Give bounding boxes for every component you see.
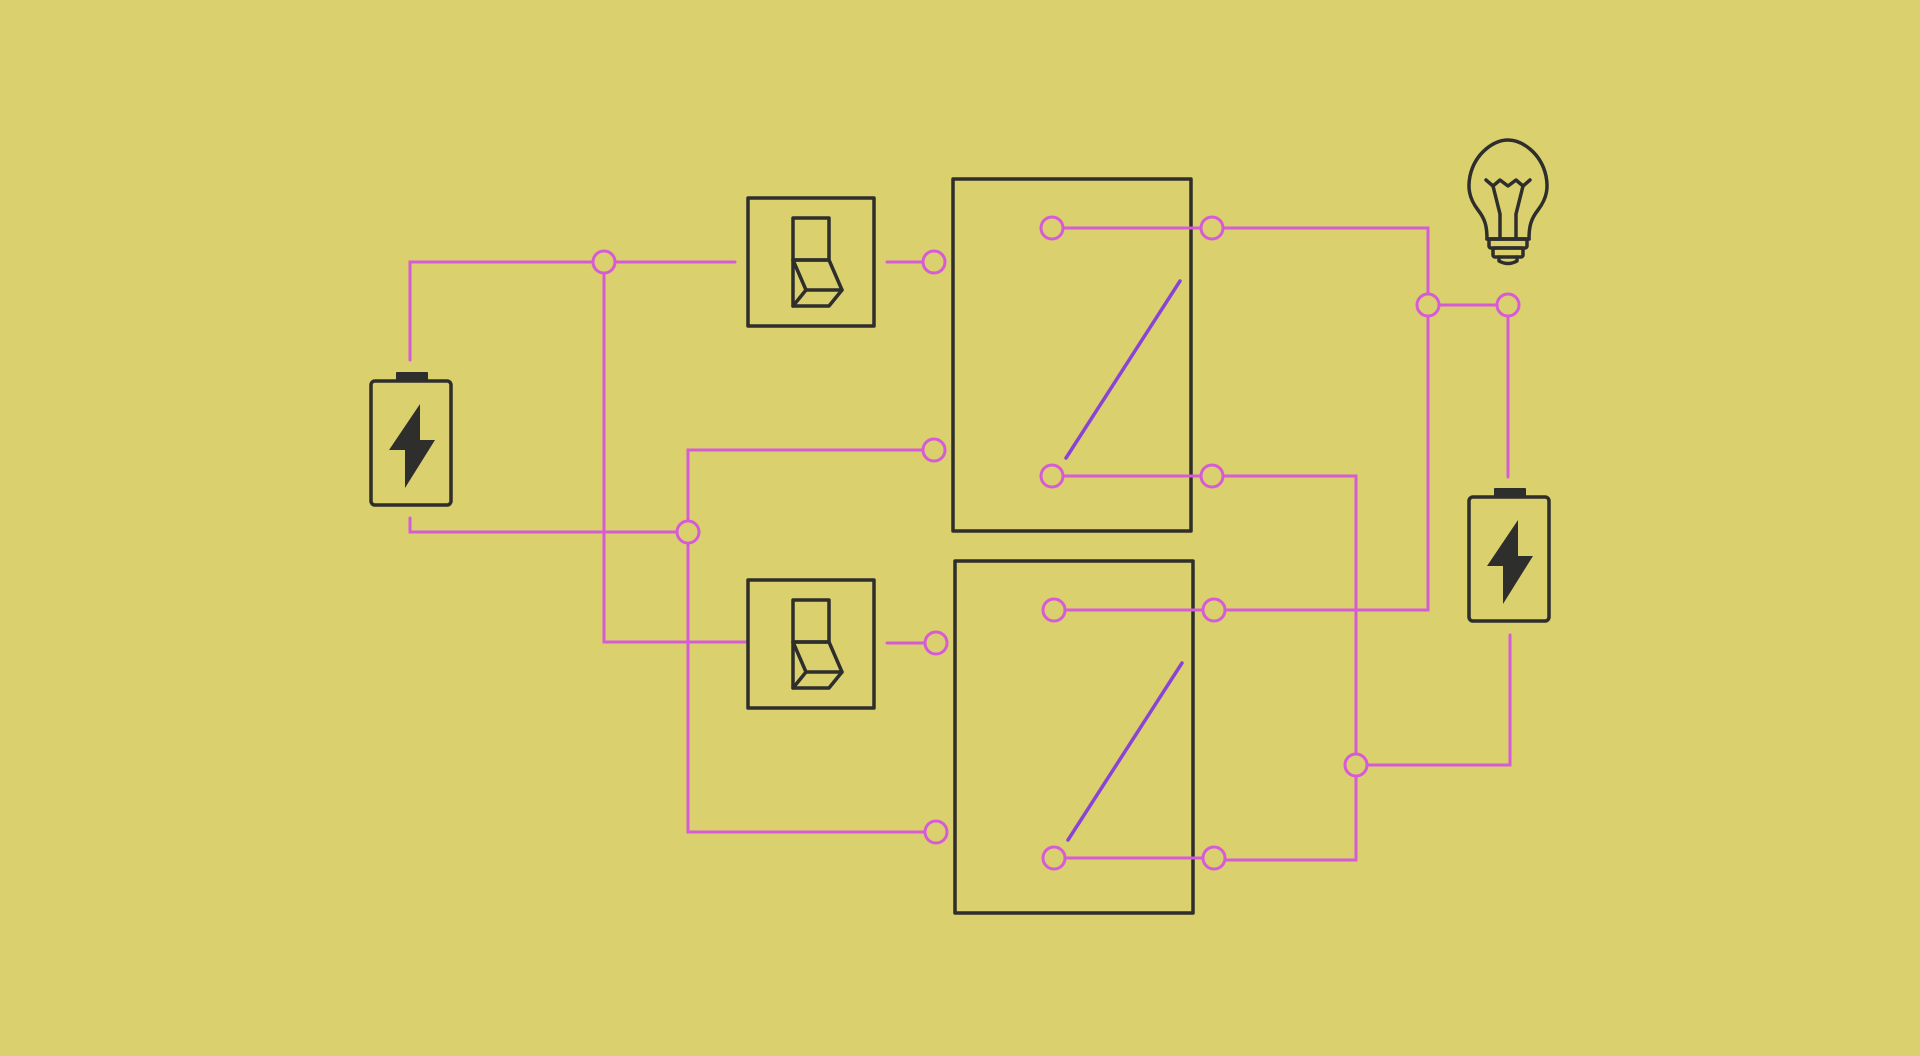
- toggle-switch-icon: [746, 578, 876, 710]
- node: [591, 249, 617, 275]
- wire-ground-return: [1210, 474, 1358, 862]
- node: [1199, 215, 1225, 241]
- node: [1041, 845, 1067, 871]
- relay-icon: [951, 177, 1214, 533]
- toggle-switch-icon: [746, 196, 876, 328]
- relay-icon: [953, 559, 1216, 915]
- node: [1201, 597, 1227, 623]
- battery-icon: [1467, 488, 1551, 623]
- node: [1039, 463, 1065, 489]
- wire-junction-to-relay-bottom-in: [686, 530, 938, 834]
- node: [1415, 292, 1441, 318]
- node: [921, 437, 947, 463]
- connection-nodes: [591, 215, 1521, 871]
- node: [1199, 463, 1225, 489]
- node: [675, 519, 701, 545]
- wire-battery-bottom: [408, 516, 690, 534]
- wire-to-bulb: [1210, 226, 1430, 612]
- wire-junction-to-switch-bottom: [602, 260, 750, 644]
- wire-battery-top: [408, 260, 737, 362]
- wire-junction-to-relay-top-in: [686, 448, 936, 534]
- battery-icon: [369, 372, 453, 507]
- node: [923, 630, 949, 656]
- wire-battery-right-bottom: [1354, 633, 1512, 767]
- node: [921, 249, 947, 275]
- node: [923, 819, 949, 845]
- node: [1201, 845, 1227, 871]
- node: [1041, 597, 1067, 623]
- light-bulb-icon: [1467, 138, 1549, 266]
- node: [1495, 292, 1521, 318]
- node: [1039, 215, 1065, 241]
- node: [1343, 752, 1369, 778]
